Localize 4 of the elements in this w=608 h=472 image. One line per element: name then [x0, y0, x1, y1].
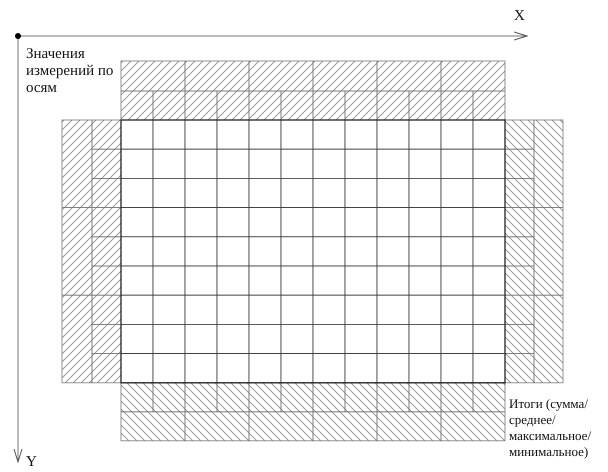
axis-label: Y [26, 454, 37, 471]
caption-text: Итоги (сумма/среднее/ максимальное/ минимальное) [509, 396, 592, 460]
axis-label: X [514, 8, 525, 25]
caption-text: Значения измерений по осям [26, 46, 114, 97]
